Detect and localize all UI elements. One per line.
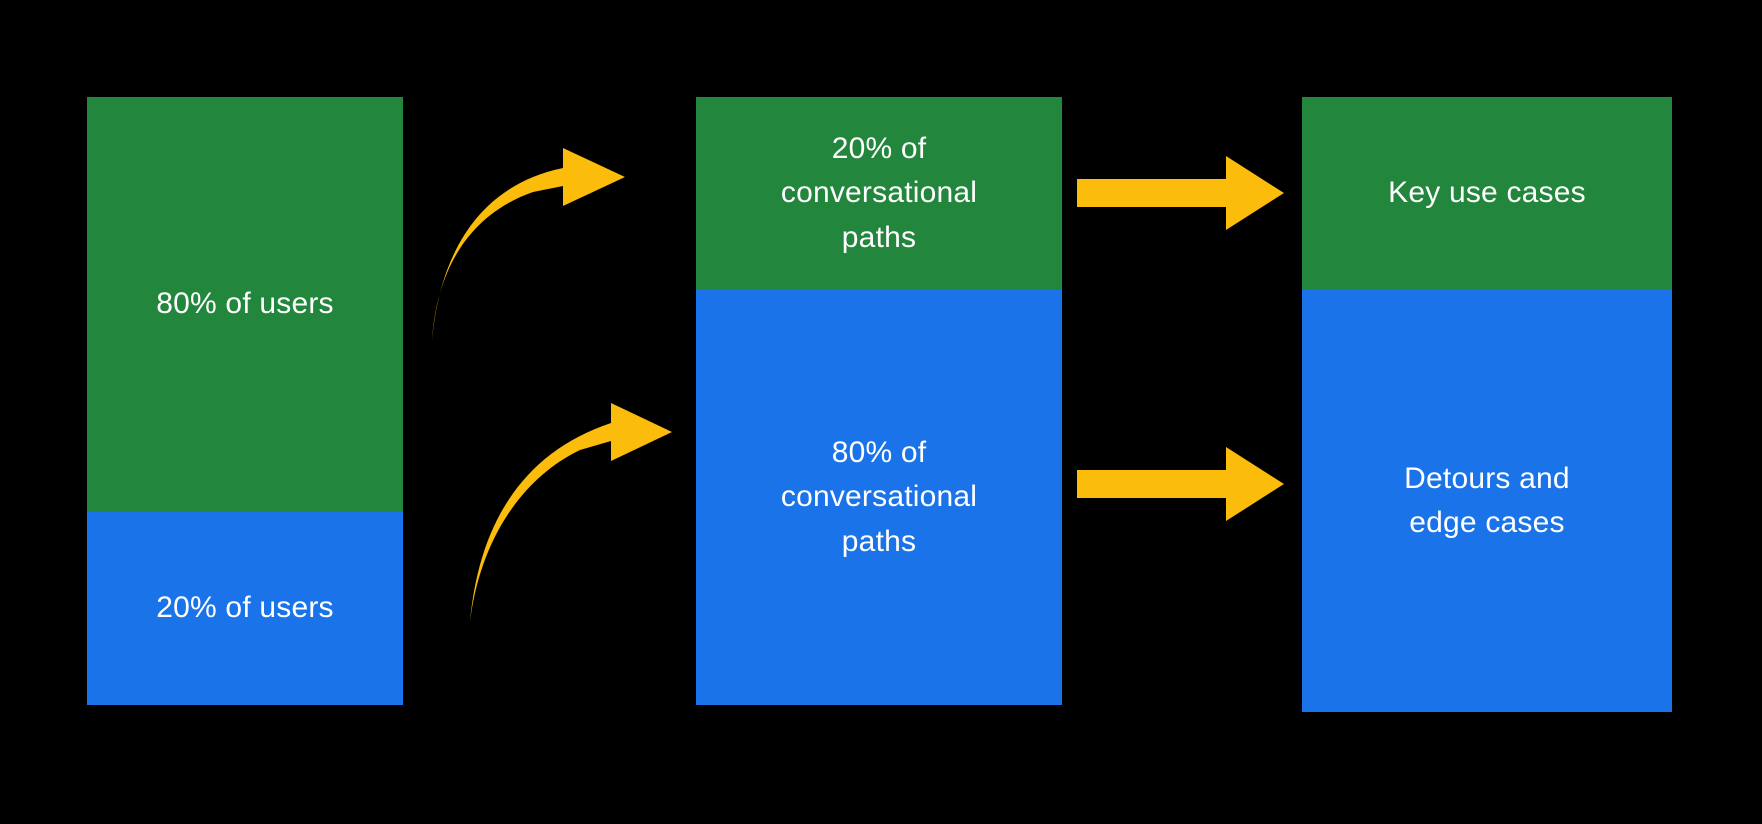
segment-key-use-cases: Key use cases (1302, 97, 1672, 290)
segment-many-paths-label: 80% of conversational paths (780, 435, 978, 558)
segment-key-use-cases-label: Key use cases (1388, 176, 1586, 210)
segment-users-minority-label: 20% of users (156, 591, 334, 625)
straight-arrow-bottom-icon (1077, 447, 1284, 521)
column-conversational-paths: 20% of conversational paths 80% of conve… (696, 97, 1062, 705)
segment-few-paths-label: 20% of conversational paths (780, 131, 978, 254)
column-outcomes: Key use cases Detours and edge cases (1302, 97, 1672, 712)
curved-arrow-up-icon (432, 148, 625, 340)
curved-arrow-down-icon (470, 403, 672, 622)
column-users: 80% of users 20% of users (87, 97, 403, 705)
segment-users-minority: 20% of users (87, 512, 403, 705)
segment-detours-edge-cases-label: Detours and edge cases (1404, 461, 1570, 539)
straight-arrow-top-icon (1077, 156, 1284, 230)
segment-users-majority: 80% of users (87, 97, 403, 512)
segment-detours-edge-cases: Detours and edge cases (1302, 290, 1672, 712)
segment-users-majority-label: 80% of users (156, 287, 334, 321)
segment-many-paths: 80% of conversational paths (696, 290, 1062, 705)
segment-few-paths: 20% of conversational paths (696, 97, 1062, 290)
